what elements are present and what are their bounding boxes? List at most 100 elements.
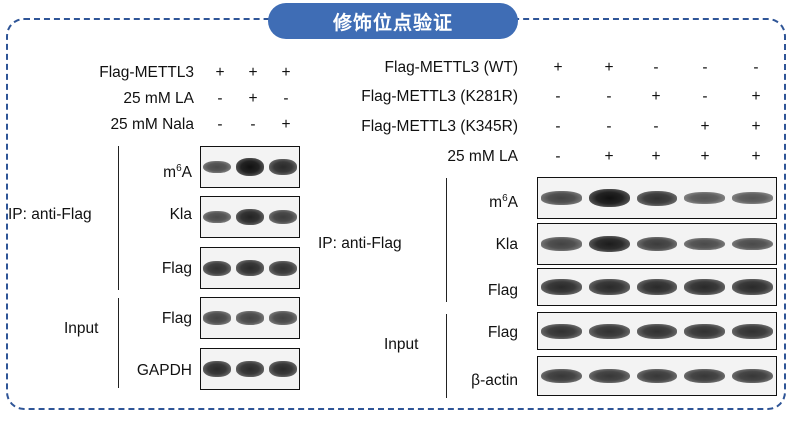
blot-band (588, 323, 630, 339)
blot-band (235, 361, 265, 377)
right-blot-kla (537, 223, 777, 265)
right-mark: + (604, 59, 614, 76)
left-mark: + (215, 64, 225, 81)
blot-band (684, 368, 726, 384)
right-condition-label-2: Flag-METTL3 (K281R) (361, 88, 518, 105)
blot-band (541, 279, 583, 295)
left-mark: - (217, 116, 223, 133)
blot-band (541, 323, 583, 339)
right-mark: - (555, 118, 561, 135)
right-mark: + (651, 148, 661, 165)
right-mark: + (604, 148, 614, 165)
left-mark: + (248, 90, 258, 107)
left-ip-bracket (118, 146, 119, 290)
left-blot-label-kla: Kla (169, 206, 192, 223)
blot-band (731, 279, 773, 295)
blot-band (235, 208, 265, 226)
right-mark: + (651, 88, 661, 105)
left-mark: - (217, 90, 223, 107)
right-mark: + (751, 88, 761, 105)
blot-band (203, 361, 232, 377)
blot-band (731, 192, 773, 204)
blot-band (541, 191, 583, 205)
blot-band (203, 311, 232, 325)
blot-band (731, 368, 773, 384)
right-mark: - (702, 59, 708, 76)
right-ip-label: IP: anti-Flag (318, 235, 402, 252)
right-blot-label-flag-ip: Flag (487, 282, 518, 299)
blot-band (268, 311, 297, 325)
right-mark: - (555, 88, 561, 105)
title-banner: 修饰位点验证 (268, 3, 518, 39)
blot-band (541, 237, 583, 251)
left-blot-label-gapdh: GAPDH (136, 362, 192, 379)
blot-band (636, 279, 678, 295)
left-blot-flag-ip (200, 247, 300, 289)
right-mark: - (653, 118, 659, 135)
blot-band (731, 323, 773, 339)
left-input-label: Input (64, 320, 99, 337)
right-mark: - (702, 88, 708, 105)
right-condition-label-3: Flag-METTL3 (K345R) (361, 118, 518, 135)
blot-band (636, 323, 678, 339)
left-blot-label-flag-ip: Flag (161, 260, 192, 277)
right-input-bracket (446, 314, 447, 398)
right-mark: + (751, 118, 761, 135)
left-condition-label-3: 25 mM Nala (110, 116, 194, 133)
right-condition-label-1: Flag-METTL3 (WT) (384, 59, 518, 76)
blot-band (235, 311, 265, 325)
right-ip-bracket (446, 178, 447, 302)
blot-band (684, 192, 726, 204)
blot-band (203, 210, 232, 224)
right-blot-flag-input (537, 312, 777, 350)
blot-band (235, 260, 265, 276)
left-blot-label-flag-input: Flag (161, 310, 192, 327)
left-mark: - (283, 90, 289, 107)
blot-band (268, 210, 297, 224)
right-blot-label-kla: Kla (495, 236, 518, 253)
left-ip-label: IP: anti-Flag (8, 206, 92, 223)
left-input-bracket (118, 298, 119, 388)
left-mark: + (281, 64, 291, 81)
blot-band (636, 237, 678, 251)
blot-band (588, 235, 630, 253)
right-condition-label-4: 25 mM LA (447, 148, 518, 165)
left-mark: - (250, 116, 256, 133)
blot-band (636, 190, 678, 206)
blot-band (731, 237, 773, 251)
right-mark: - (606, 88, 612, 105)
right-mark: + (553, 59, 563, 76)
left-condition-label-2: 25 mM LA (123, 90, 194, 107)
blot-band (268, 159, 297, 175)
right-blot-label-flag-input: Flag (487, 324, 518, 341)
blot-band (684, 323, 726, 339)
blot-band (636, 368, 678, 384)
left-blot-label-m6a: m6A (163, 163, 192, 182)
left-blot-kla (200, 196, 300, 238)
right-mark: - (606, 118, 612, 135)
left-blot-gapdh (200, 348, 300, 390)
blot-band (203, 160, 232, 174)
right-blot-label-beta-actin: β-actin (471, 372, 518, 389)
blot-band (541, 368, 583, 384)
right-mark: - (653, 59, 659, 76)
right-blot-flag-ip (537, 268, 777, 306)
right-mark: + (700, 118, 710, 135)
left-blot-flag-input (200, 297, 300, 339)
right-input-label: Input (384, 336, 419, 353)
blot-band (203, 260, 232, 276)
blot-band (588, 279, 630, 295)
blot-band (588, 189, 630, 207)
blot-band (268, 260, 297, 276)
blot-band (235, 158, 265, 176)
right-mark: - (555, 148, 561, 165)
left-blot-m6a (200, 146, 300, 188)
right-blot-label-m6a: m6A (489, 193, 518, 212)
blot-band (684, 237, 726, 251)
right-mark: + (700, 148, 710, 165)
right-blot-beta-actin (537, 356, 777, 396)
right-mark: - (753, 59, 759, 76)
left-condition-label-1: Flag-METTL3 (99, 64, 194, 81)
left-mark: + (248, 64, 258, 81)
right-blot-m6a (537, 177, 777, 219)
